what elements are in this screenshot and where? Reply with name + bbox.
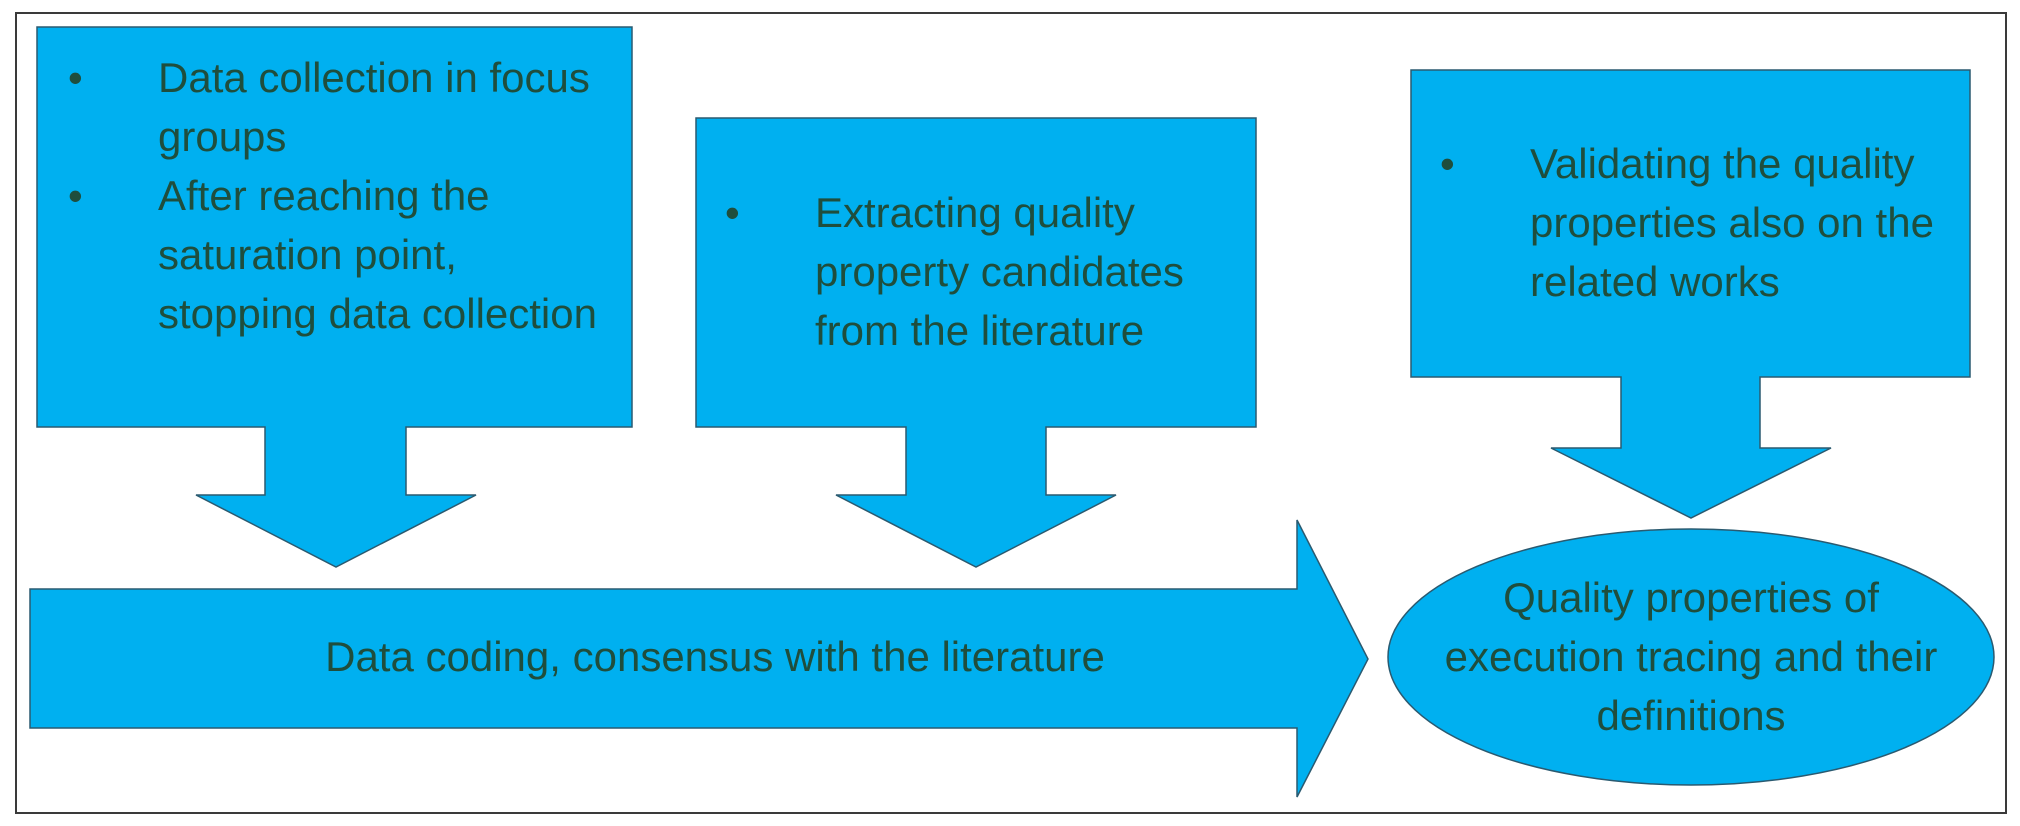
bullet-item: After reaching the saturation point, sto… xyxy=(48,166,608,343)
result-ellipse-label: Quality properties of execution tracing … xyxy=(1444,574,1938,739)
bullet-item: Extracting quality property candidates f… xyxy=(705,183,1245,360)
box-literature-text: Extracting quality property candidates f… xyxy=(705,183,1245,360)
process-arrow-label: Data coding, consensus with the literatu… xyxy=(325,633,1105,680)
process-arrow xyxy=(29,519,1369,798)
box-focus-groups-text: Data collection in focus groups After re… xyxy=(48,48,608,343)
result-ellipse xyxy=(1387,528,1995,786)
bullet-item: Validating the quality properties also o… xyxy=(1420,134,1965,311)
bullet-item: Data collection in focus groups xyxy=(48,48,608,166)
box-validation-text: Validating the quality properties also o… xyxy=(1420,134,1965,311)
